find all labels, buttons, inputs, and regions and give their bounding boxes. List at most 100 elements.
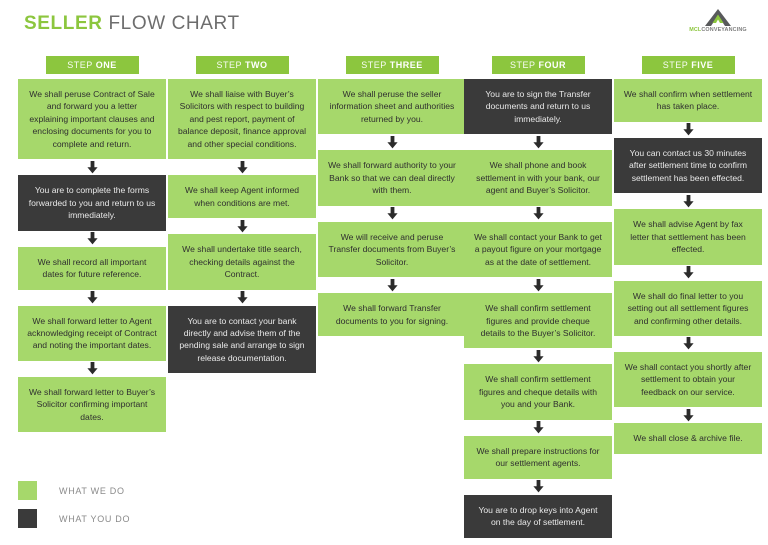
step-header-word: STEP	[216, 60, 242, 70]
legend-label-what-you-do: WHAT YOU DO	[59, 513, 131, 524]
flow-node-text: We shall forward authority to your Bank …	[328, 160, 456, 196]
page-title: SELLER FLOW CHART	[24, 13, 240, 35]
flow-arrow-down-icon	[464, 479, 612, 495]
flow-arrow-down-icon	[318, 277, 466, 293]
legend-label-what-we-do: WHAT WE DO	[59, 485, 125, 496]
flow-arrow-down-icon	[464, 348, 612, 364]
flow-node-what-we-do: We shall contact your Bank to get a payo…	[464, 221, 612, 278]
flow-node-what-we-do: We shall forward authority to your Bank …	[318, 150, 466, 206]
logo-text-secondary: CONVEYANCING	[701, 27, 747, 33]
step-header-number: TWO	[245, 60, 268, 70]
flow-arrow-down-icon	[18, 290, 166, 306]
flow-node-text: You are to drop keys into Agent on the d…	[478, 504, 598, 528]
flow-arrow-down-icon	[318, 134, 466, 150]
flow-node-text: We shall confirm when settlement has tak…	[623, 89, 753, 112]
step-header-word: STEP	[361, 60, 387, 70]
flow-arrow-down-icon	[614, 265, 762, 281]
page-title-rest: FLOW CHART	[102, 13, 240, 34]
flow-node-text: We shall undertake title search, checkin…	[182, 244, 302, 280]
step-header-word: STEP	[662, 60, 689, 70]
flow-arrow-down-icon	[18, 231, 166, 247]
flow-arrow-down-icon	[464, 420, 612, 436]
step-header-number: FIVE	[691, 60, 714, 70]
flow-node-text: We shall contact you shortly after settl…	[624, 361, 752, 397]
page-header: SELLER FLOW CHART MCLCONVEYANCING	[0, 0, 768, 56]
flow-node-text: You are to sign the Transfer documents a…	[485, 89, 591, 124]
flow-node-text: We shall confirm settlement figures and …	[478, 374, 597, 410]
flow-node-what-we-do: We shall phone and book settlement in wi…	[464, 150, 612, 206]
flow-arrow-down-icon	[614, 122, 762, 138]
company-logo: MCLCONVEYANCING	[682, 8, 754, 44]
flow-node-what-we-do: We shall forward Transfer documents to y…	[318, 293, 466, 336]
flow-arrow-down-icon	[464, 134, 612, 150]
flow-node-text: We shall advise Agent by fax letter that…	[630, 219, 746, 255]
step-header-word: STEP	[67, 60, 93, 70]
page-title-accent: SELLER	[24, 13, 103, 34]
flow-node-what-we-do: We shall record all important dates for …	[18, 246, 166, 290]
flow-node-what-we-do: We shall do final letter to you setting …	[614, 280, 762, 336]
step-header-number: THREE	[389, 60, 423, 70]
flow-node-text: We shall phone and book settlement in wi…	[476, 160, 600, 196]
flow-arrow-down-icon	[168, 218, 316, 234]
flow-node-what-we-do: We shall undertake title search, checkin…	[168, 234, 316, 290]
flow-node-what-we-do: We shall peruse Contract of Sale and for…	[18, 79, 166, 160]
flow-arrow-down-icon	[168, 159, 316, 175]
flow-node-what-we-do: We shall confirm settlement figures and …	[464, 293, 612, 349]
legend: WHAT WE DO WHAT YOU DO	[18, 481, 130, 528]
company-logo-text: MCLCONVEYANCING	[689, 27, 747, 33]
flow-node-what-we-do: We shall contact you shortly after settl…	[614, 351, 762, 408]
legend-item-what-we-do: WHAT WE DO	[18, 481, 130, 500]
flow-node-what-we-do: We shall keep Agent informed when condit…	[168, 175, 316, 219]
flow-node-text: We shall forward letter to Buyer’s Solic…	[28, 386, 156, 422]
flow-node-text: You are to complete the forms forwarded …	[28, 185, 156, 221]
flow-node-what-we-do: We shall forward letter to Agent acknowl…	[18, 305, 166, 361]
flow-node-what-we-do: We shall confirm settlement figures and …	[464, 364, 612, 420]
flow-arrow-down-icon	[614, 336, 762, 352]
flow-node-text: We shall do final letter to you setting …	[627, 290, 749, 326]
flow-node-text: We shall close & archive file.	[633, 433, 743, 444]
flow-node-text: We shall record all important dates for …	[37, 256, 147, 280]
flow-node-text: We shall peruse the seller information s…	[329, 89, 455, 124]
flow-arrow-down-icon	[464, 206, 612, 222]
flow-node-what-we-do: We shall close & archive file.	[614, 423, 762, 454]
legend-item-what-you-do: WHAT YOU DO	[18, 509, 130, 528]
flow-node-text: We will receive and peruse Transfer docu…	[328, 231, 456, 267]
flow-node-text: We shall forward letter to Agent acknowl…	[27, 315, 157, 351]
flow-node-what-you-do: You are to sign the Transfer documents a…	[464, 79, 612, 135]
flow-node-text: You can contact us 30 minutes after sett…	[629, 147, 747, 183]
flow-node-text: We shall prepare instructions for our se…	[476, 445, 600, 469]
flow-node-text: You are to contact your bank directly an…	[179, 315, 305, 363]
flow-arrow-down-icon	[464, 277, 612, 293]
flow-arrow-down-icon	[614, 407, 762, 423]
flow-node-text: We shall peruse Contract of Sale and for…	[29, 89, 155, 149]
flow-arrow-down-icon	[168, 290, 316, 306]
flow-node-text: We shall keep Agent informed when condit…	[184, 185, 299, 208]
flow-node-what-we-do: We shall confirm when settlement has tak…	[614, 79, 762, 122]
flow-node-what-we-do: We shall prepare instructions for our se…	[464, 435, 612, 479]
step-header-number: ONE	[95, 60, 117, 70]
flow-node-what-we-do: We shall advise Agent by fax letter that…	[614, 209, 762, 265]
legend-swatch-dark	[18, 509, 37, 528]
flow-arrow-down-icon	[318, 206, 466, 222]
flow-node-what-we-do: We shall forward letter to Buyer’s Solic…	[18, 376, 166, 433]
logo-text-primary: MCL	[689, 27, 702, 33]
mountain-m-logo-icon	[705, 9, 731, 26]
flow-node-what-you-do: You can contact us 30 minutes after sett…	[614, 137, 762, 194]
legend-swatch-green	[18, 481, 37, 500]
flow-arrow-down-icon	[614, 193, 762, 209]
step-header-word: STEP	[509, 60, 536, 70]
flow-node-text: We shall forward Transfer documents to y…	[335, 303, 449, 326]
flow-node-what-you-do: You are to contact your bank directly an…	[168, 305, 316, 374]
flow-node-what-we-do: We shall liaise with Buyer’s Solicitors …	[168, 79, 316, 160]
flow-node-text: We shall liaise with Buyer’s Solicitors …	[177, 89, 307, 149]
